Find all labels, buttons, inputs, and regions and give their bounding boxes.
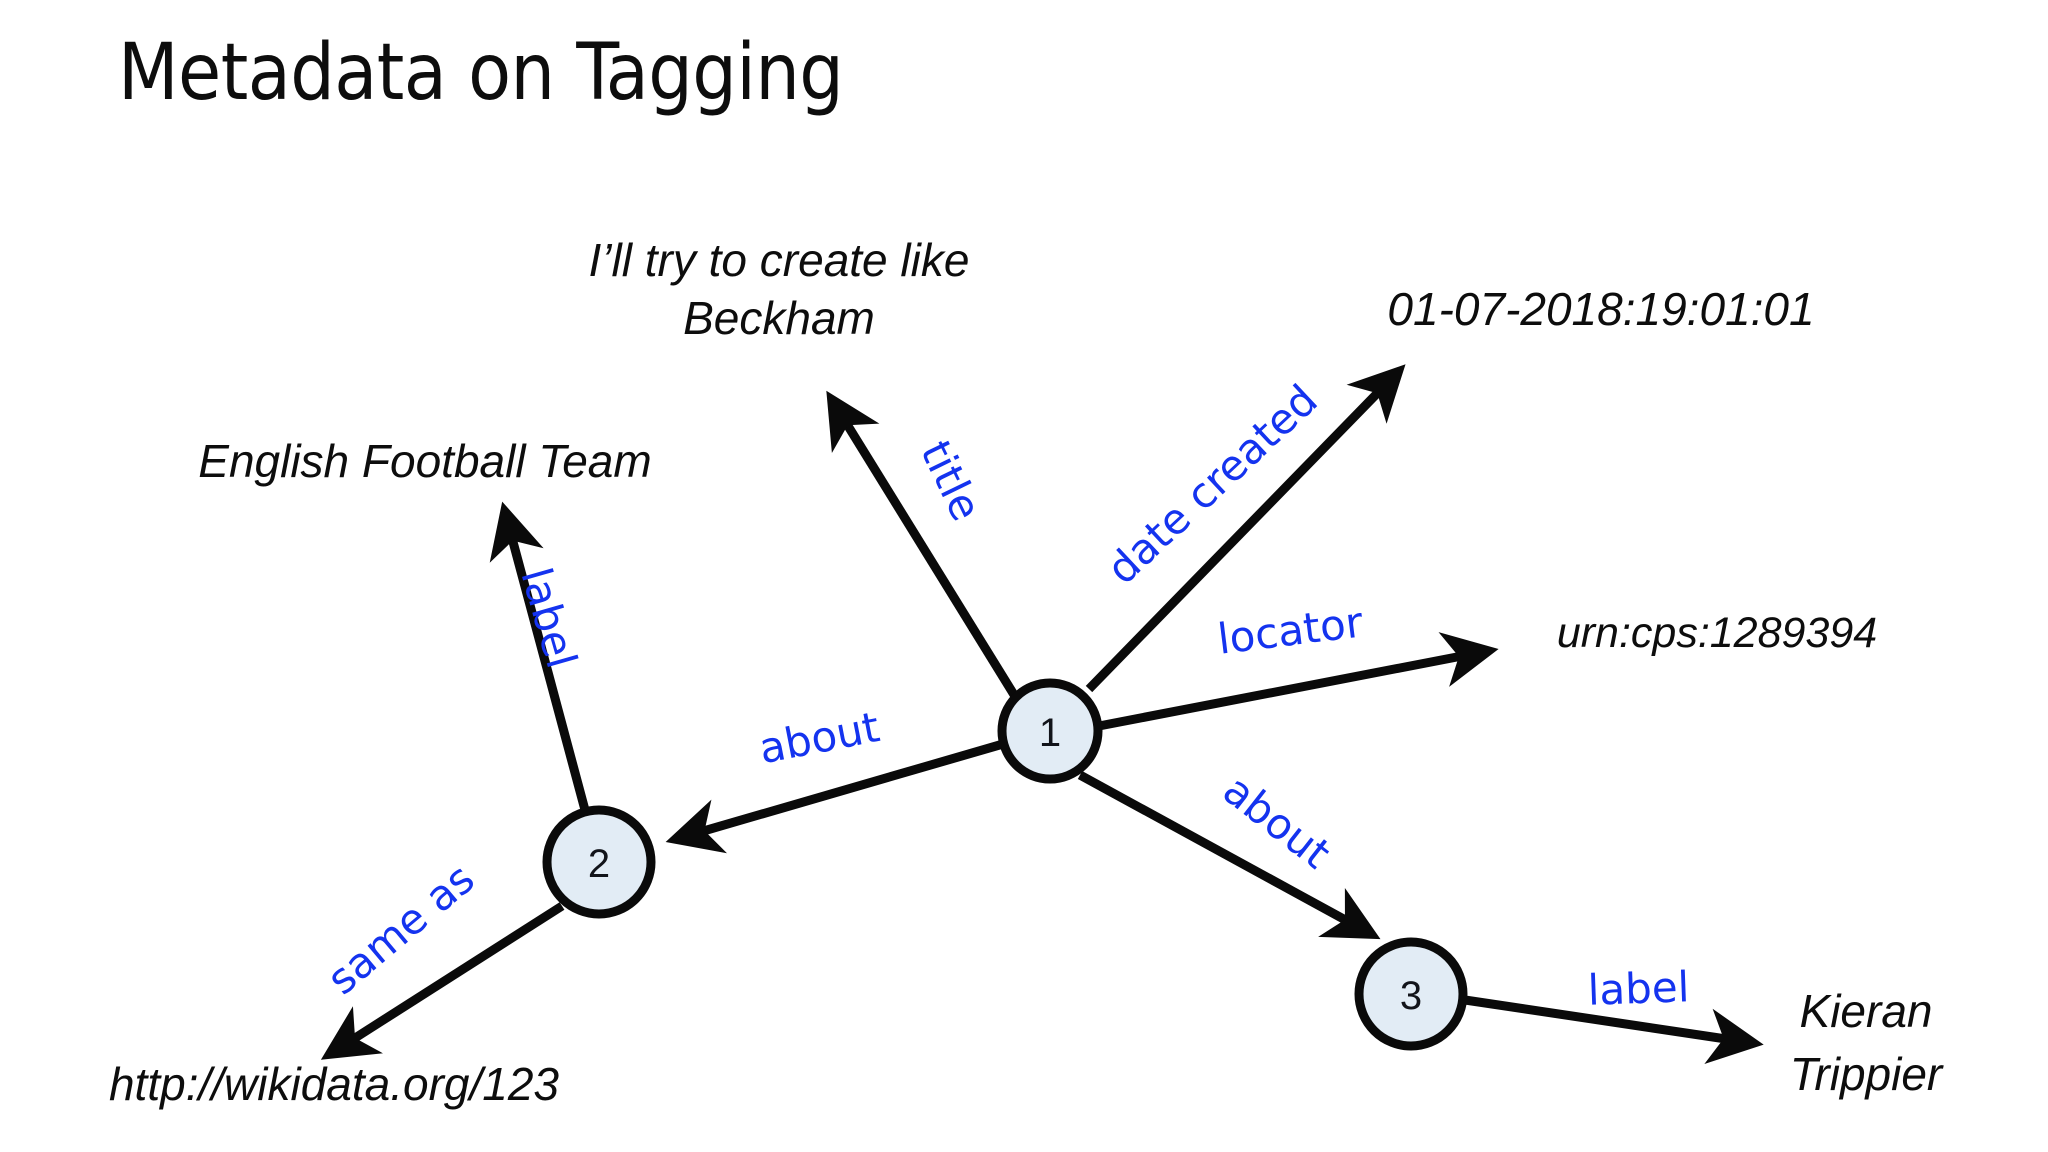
literal-date-created: 01-07-2018:19:01:01	[1387, 283, 1814, 335]
literal-title: I’ll try to create like Beckham	[589, 234, 970, 344]
graph-node-2[interactable]: 2	[542, 805, 656, 919]
literal-wikidata-url: http://wikidata.org/123	[109, 1058, 559, 1110]
literal-english-football-team: English Football Team	[198, 435, 651, 487]
edge-label-title: title	[911, 433, 991, 528]
graph-node-3[interactable]: 3	[1354, 937, 1468, 1051]
edge-line-label-3	[1464, 995, 1764, 1064]
edge-line-title	[826, 390, 1020, 701]
node-circle-3[interactable]	[1354, 937, 1468, 1051]
literal-kieran-trippier: Kieran Trippier	[1790, 985, 1944, 1100]
node-label-3: 3	[1400, 974, 1422, 1018]
edge-line-about-2	[1077, 771, 1381, 940]
literal-title-line-1: I’ll try to create like	[589, 234, 970, 286]
edge-line-label-2	[489, 501, 590, 812]
edge-label-label-3: label	[1587, 962, 1690, 1015]
node-label-1: 1	[1039, 711, 1061, 755]
page-title: Metadata on Tagging	[118, 28, 844, 118]
literal-locator: urn:cps:1289394	[1557, 609, 1877, 657]
edge-line-about-1	[665, 739, 1005, 854]
literal-kieran-line-1: Kieran	[1800, 985, 1933, 1037]
edge-line-locator	[1098, 632, 1499, 731]
graph-node-1[interactable]: 1	[997, 678, 1103, 784]
literal-title-line-2: Beckham	[683, 292, 875, 344]
edge-line-date-created	[1085, 364, 1406, 693]
node-label-2: 2	[588, 842, 610, 886]
literal-kieran-line-2: Trippier	[1790, 1048, 1944, 1100]
node-circle-1[interactable]	[997, 678, 1103, 784]
edge-label-about-1: about	[755, 702, 883, 773]
edge-line-same-as	[320, 902, 565, 1060]
edge-label-locator: locator	[1215, 597, 1366, 663]
edge-label-same-as: same as	[318, 854, 484, 1004]
node-circle-2[interactable]	[542, 805, 656, 919]
edge-label-label-2: label	[511, 562, 586, 673]
